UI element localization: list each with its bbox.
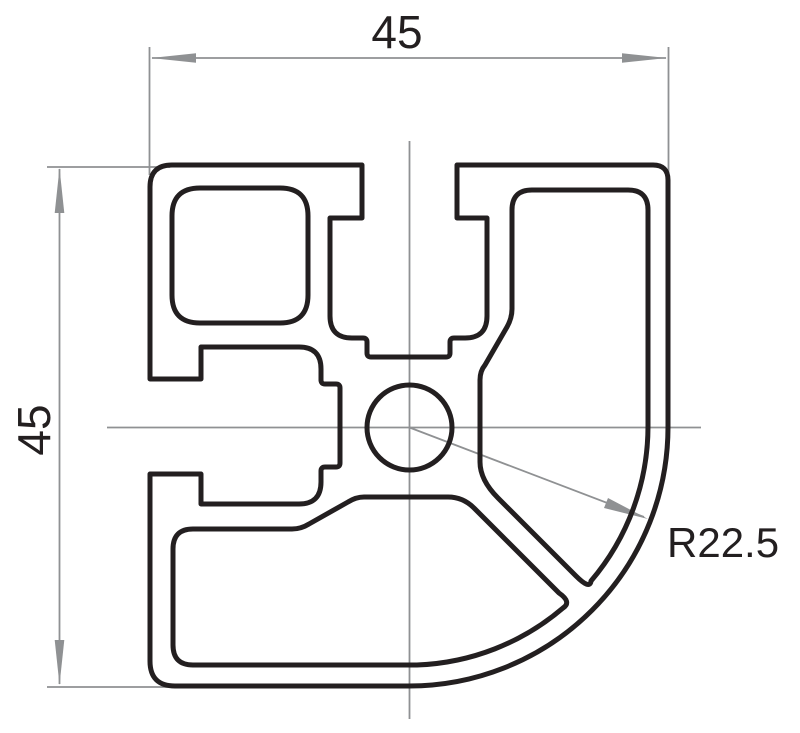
arrowhead-right-icon (622, 53, 667, 63)
profile-outer-boundary (147, 162, 671, 689)
corner-radius-dimension: R22.5 (409, 426, 779, 566)
center-bore-circle (364, 382, 455, 473)
width-dimension-label: 45 (371, 6, 422, 58)
arrowhead-left-icon (151, 53, 196, 63)
left-height-dimension: 45 (8, 166, 305, 688)
top-width-dimension: 45 (148, 6, 670, 196)
arrowhead-radius-icon (604, 498, 648, 519)
arrowhead-up-icon (54, 168, 65, 213)
height-dimension-label: 45 (8, 404, 60, 455)
corner-radius-label: R22.5 (667, 519, 779, 566)
bottom-chamber-cavity (170, 494, 570, 668)
center-lines (107, 141, 701, 719)
top-left-cavity (169, 185, 311, 326)
right-chamber-cavity (477, 187, 651, 587)
arrowhead-down-icon (54, 640, 65, 685)
profile-geometry (147, 162, 671, 689)
